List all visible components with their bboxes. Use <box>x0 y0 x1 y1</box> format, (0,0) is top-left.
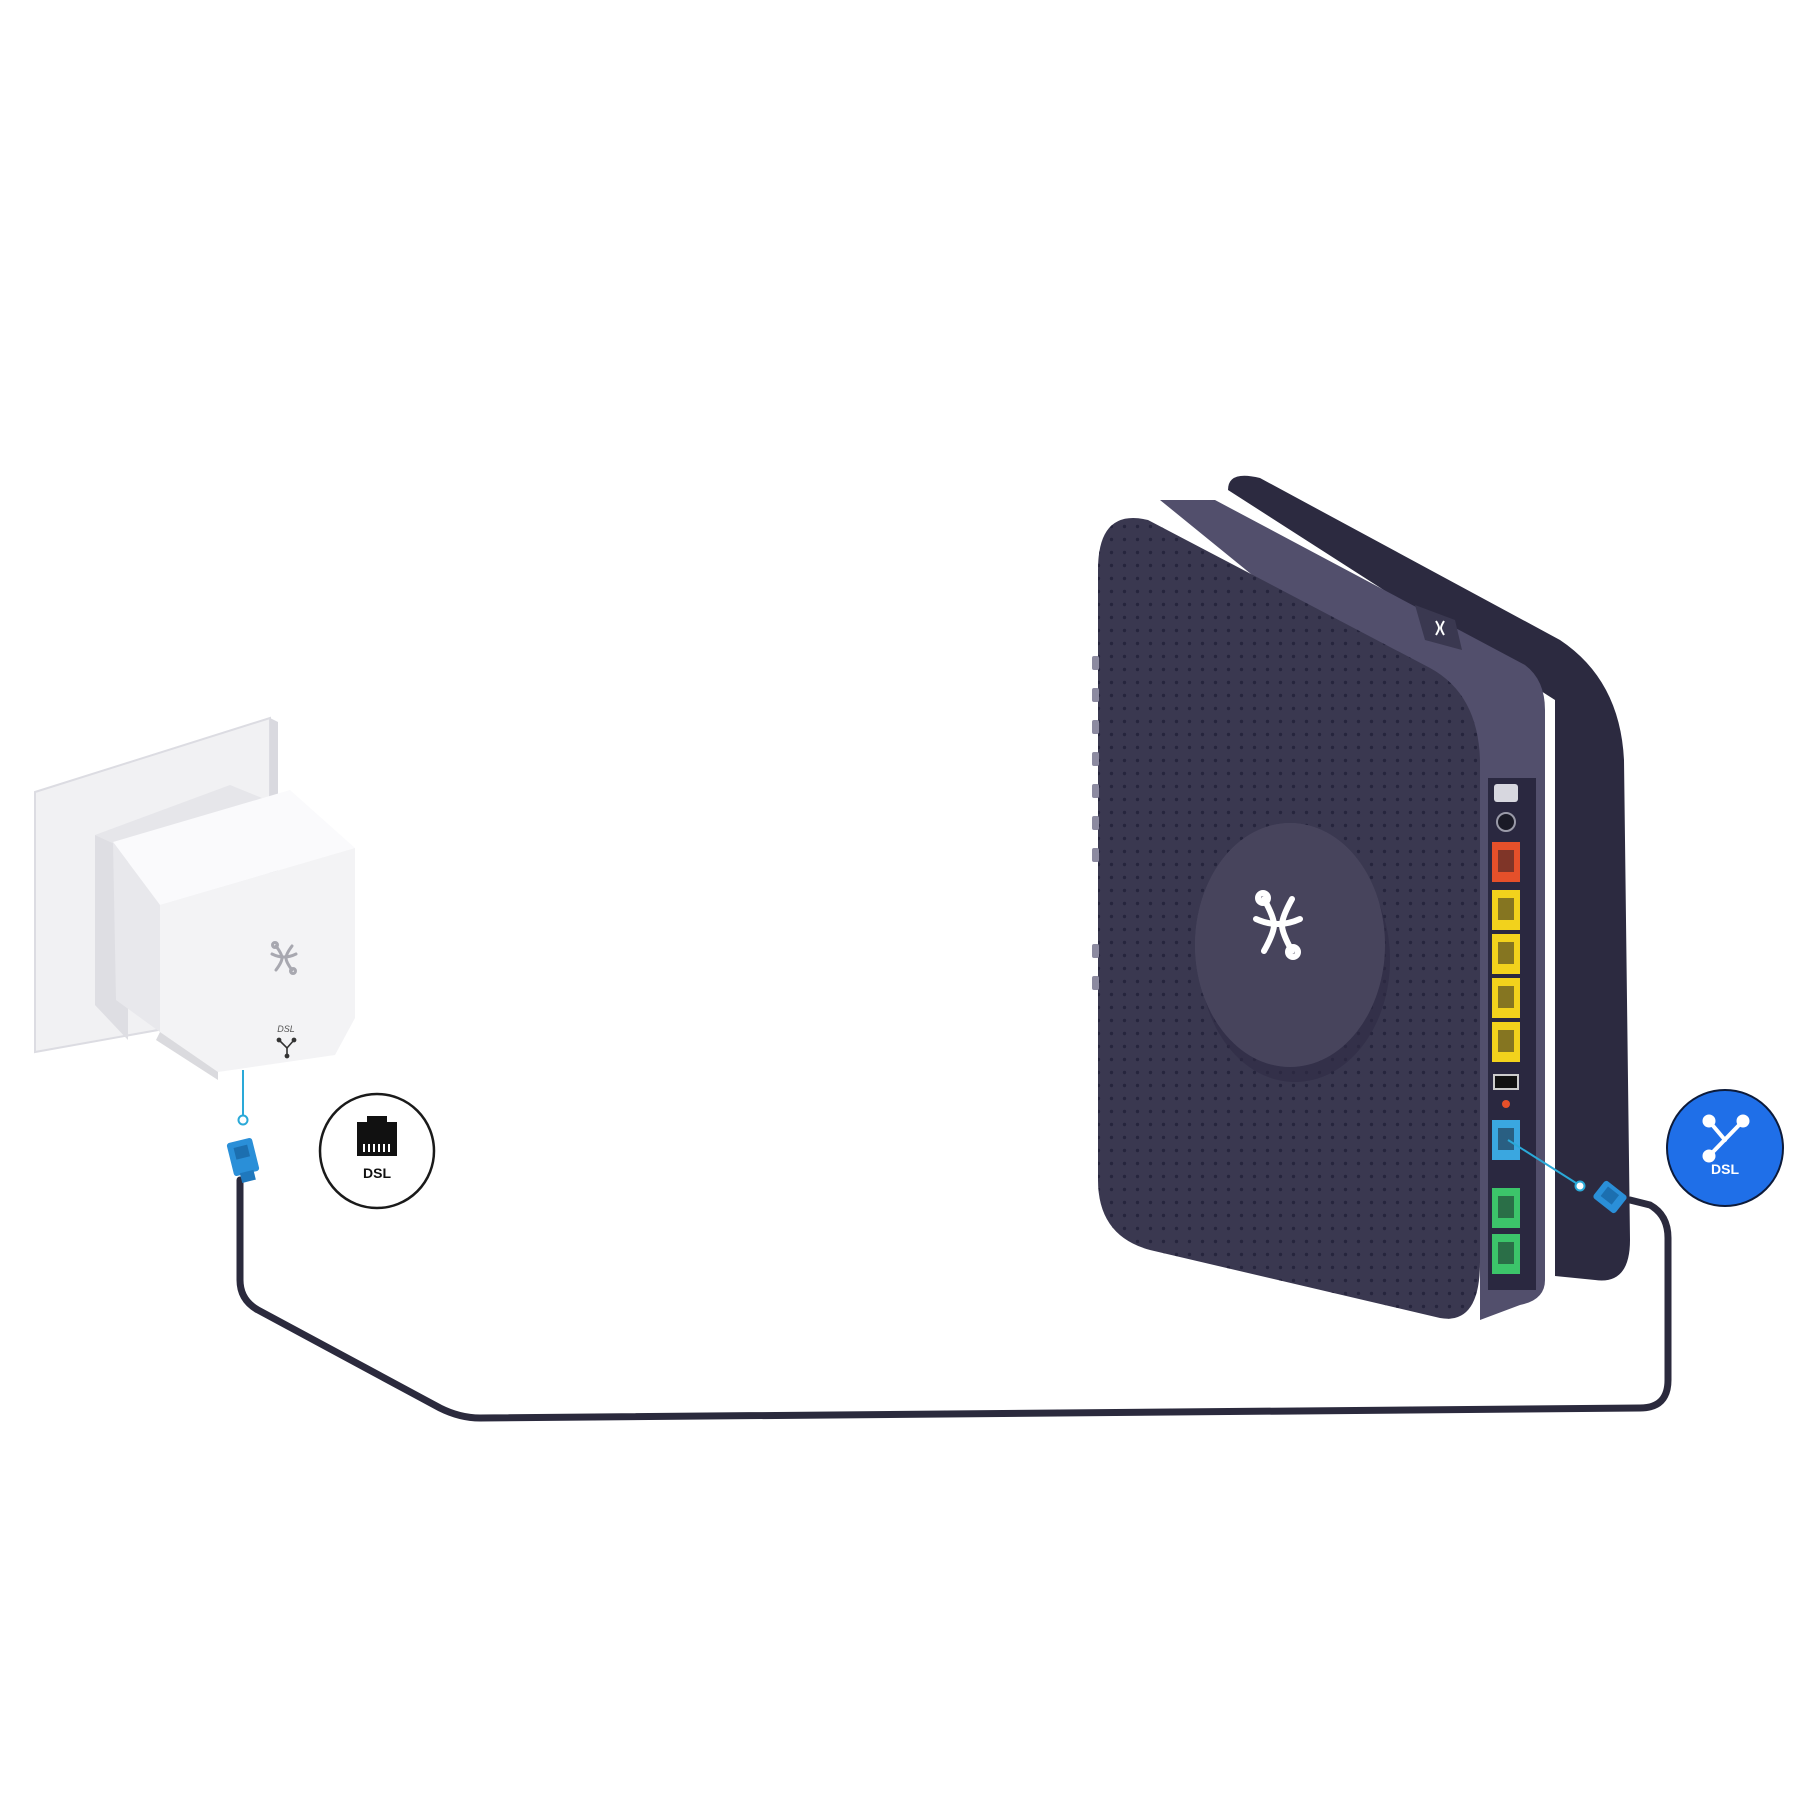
socket-badge-label: DSL <box>363 1165 391 1181</box>
router-side-vents <box>1092 656 1099 990</box>
dsl-filter: DSL <box>95 785 355 1080</box>
reset-button <box>1502 1100 1510 1108</box>
usb-port <box>1493 1074 1519 1090</box>
dsl-branch-icon <box>1702 1114 1750 1163</box>
router-port-panel <box>1488 778 1536 1290</box>
socket-badge: DSL <box>318 1092 436 1210</box>
power-switch <box>1494 784 1518 802</box>
router-badge: DSL <box>1666 1089 1784 1207</box>
dsl-cable <box>236 1176 1672 1422</box>
filter-dsl-port-icon <box>276 1037 297 1059</box>
brand-logo-icon <box>270 941 298 975</box>
router-callout-line <box>1507 1139 1586 1192</box>
power-jack <box>1496 812 1516 832</box>
filter-dsl-label: DSL <box>277 1024 295 1034</box>
router-badge-label: DSL <box>1711 1161 1739 1177</box>
filter-callout-line <box>237 1070 249 1126</box>
rj11-socket-icon <box>357 1116 397 1156</box>
router-top-badge <box>1415 605 1462 650</box>
cable-connector-left <box>226 1137 260 1183</box>
cable-connector-right <box>1593 1180 1627 1214</box>
router <box>1092 475 1630 1320</box>
brand-logo-icon <box>1253 890 1303 960</box>
